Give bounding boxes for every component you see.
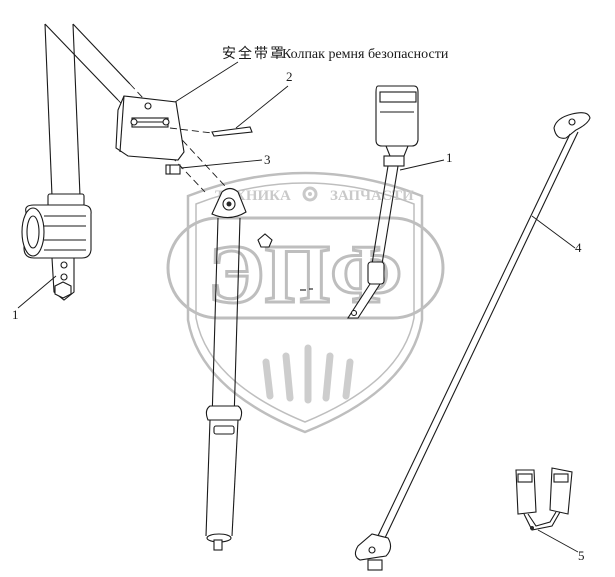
callout-anchor-bar: 4 bbox=[575, 240, 582, 255]
part-double-buckle bbox=[515, 467, 573, 531]
callout-buckle: 1 bbox=[446, 150, 453, 165]
diagram-caption-russian: Колпак ремня безопасности bbox=[282, 47, 449, 62]
part-belt-webbing-center bbox=[205, 217, 243, 551]
watermark-text-right: ЗАПЧАСТИ bbox=[330, 188, 414, 204]
part-upper-guide-loop bbox=[211, 187, 273, 248]
callout-retractor: 1 bbox=[12, 307, 19, 322]
part-retractor bbox=[21, 193, 92, 301]
watermark-gear-icon bbox=[302, 186, 318, 202]
part-belt-cover bbox=[115, 95, 185, 161]
part-cover-screw bbox=[169, 126, 253, 137]
callout-double-buckle: 5 bbox=[578, 548, 585, 563]
diagram-caption-chinese: 安全带罩 bbox=[222, 45, 286, 62]
callout-cover-screw: 2 bbox=[286, 69, 293, 84]
part-buckle bbox=[346, 85, 419, 319]
part-anchor-bar bbox=[354, 112, 591, 571]
part-clip bbox=[165, 164, 181, 175]
callout-clip: 3 bbox=[264, 152, 271, 167]
watermark-wheat-icon bbox=[262, 344, 354, 404]
watermark-logo: ТЕХНИКА ЗАПЧАСТИ ЭПФ bbox=[166, 171, 445, 434]
